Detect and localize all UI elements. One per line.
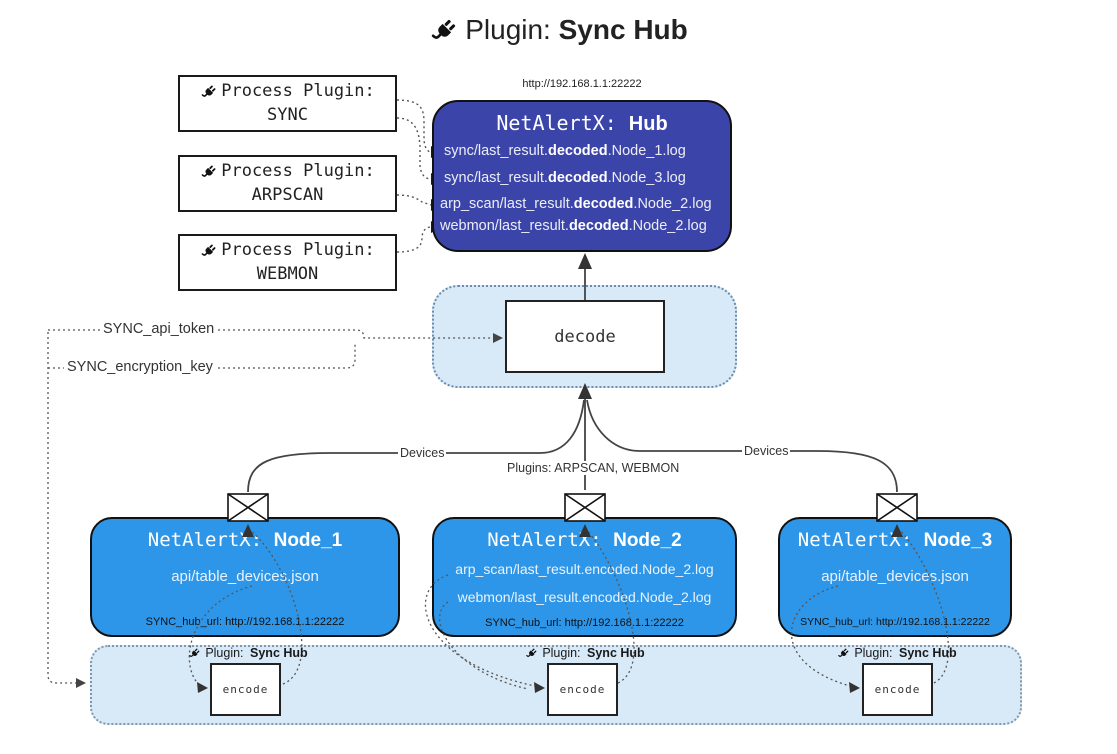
arrowhead-into-hub [578,253,592,269]
page-title-prefix: Plugin: [465,14,559,45]
encode-label: encode [559,683,606,696]
page-title-name: Sync Hub [558,14,688,45]
process-plugin-name: ARPSCAN [251,184,324,205]
encode-box-1: encode [210,663,281,716]
edges-plugins-to-hub [396,99,432,253]
plug-icon [525,646,539,660]
node-2: NetAlertX: Node_2 arp_scan/last_result.e… [432,517,737,637]
plug-icon [200,162,219,181]
decode-box: decode [505,300,665,373]
hub-log-line: arp_scan/last_result.decoded.Node_2.log [440,196,712,212]
hub-url-label: http://192.168.1.1:22222 [522,78,642,90]
node-file-line: api/table_devices.json [821,568,969,585]
process-plugin-label: Process Plugin: [221,160,375,181]
node-hub-url: SYNC_hub_url: http://192.168.1.1:22222 [145,616,345,628]
band-plugin-label-3: Plugin: Sync Hub [822,646,972,660]
encode-label: encode [874,683,921,696]
node-title-name: Node_3 [923,530,993,551]
plug-icon [837,646,851,660]
plug-icon [200,241,219,260]
node-title-name: Node_1 [273,530,343,551]
sync-encryption-key-label: SYNC_encryption_key [64,359,216,375]
encode-box-3: encode [862,663,933,716]
plugins-mid-label: Plugins: ARPSCAN, WEBMON [505,461,682,475]
process-plugin-label: Process Plugin: [221,239,375,260]
hub-log-line: webmon/last_result.decoded.Node_2.log [440,218,707,234]
node-hub-url: SYNC_hub_url: http://192.168.1.1:22222 [485,617,684,629]
node-3: NetAlertX: Node_3 api/table_devices.json… [778,517,1012,637]
node-title-prefix: NetAlertX: [147,529,274,551]
hub-node: NetAlertX: Hub sync/last_result.decoded.… [432,100,732,252]
plug-icon [188,646,202,660]
hub-log-line: sync/last_result.decoded.Node_3.log [444,170,686,186]
arrowhead-into-band [76,678,86,688]
plug-icon [200,82,219,101]
process-plugin-name: SYNC [267,104,308,125]
hub-title-name: Hub [628,113,668,135]
hub-log-line: sync/last_result.decoded.Node_1.log [444,143,686,159]
encode-box-2: encode [547,663,618,716]
node-hub-url: SYNC_hub_url: http://192.168.1.1:22222 [800,616,990,628]
plug-icon [429,14,461,46]
decode-label: decode [554,326,616,347]
page-title: Plugin: Sync Hub [0,14,1117,46]
edge-nodes-to-decode [247,399,898,493]
node-title-prefix: NetAlertX: [487,529,614,551]
encode-label: encode [222,683,269,696]
node-title-name: Node_2 [613,530,682,551]
process-plugin-name: WEBMON [256,263,319,284]
node-file-line: webmon/last_result.encoded.Node_2.log [457,589,712,605]
process-plugin-webmon: Process Plugin: WEBMON [178,234,397,291]
process-plugin-arpscan: Process Plugin: ARPSCAN [178,155,397,212]
sync-api-token-label: SYNC_api_token [100,321,218,337]
band-plugin-label-1: Plugin: Sync Hub [173,646,323,660]
devices-left-label: Devices [398,446,447,460]
band-plugin-label-2: Plugin: Sync Hub [510,646,660,660]
process-plugin-label: Process Plugin: [221,80,375,101]
hub-title-prefix: NetAlertX: [496,111,629,135]
node-1: NetAlertX: Node_1 api/table_devices.json… [90,517,400,637]
node-file-line: arp_scan/last_result.encoded.Node_2.log [455,561,714,577]
node-file-line: api/table_devices.json [171,568,319,585]
process-plugin-sync: Process Plugin: SYNC [178,75,397,132]
node-title-prefix: NetAlertX: [797,529,924,551]
devices-right-label: Devices [742,444,791,458]
